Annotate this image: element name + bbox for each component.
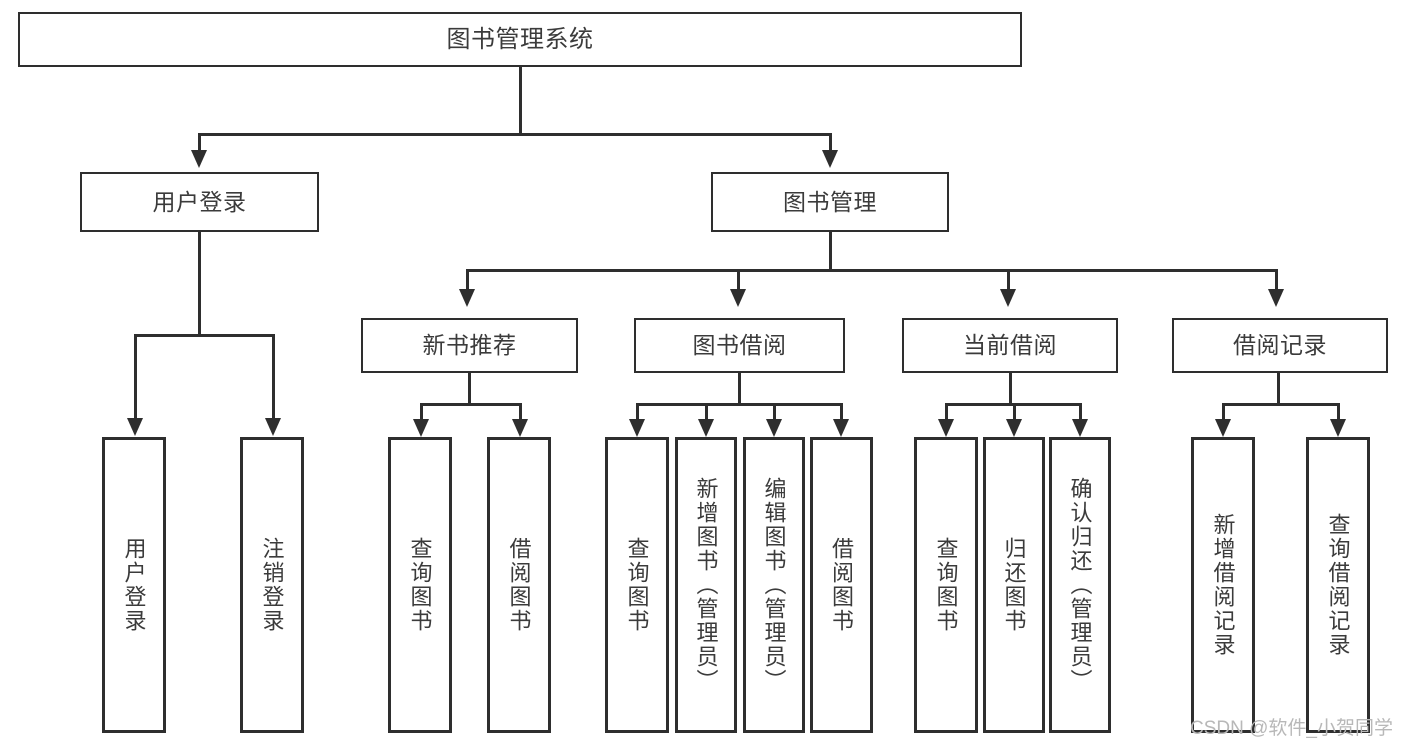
- leaf-borrow-book-recommend[interactable]: 借阅图书: [487, 437, 551, 733]
- connector-book-borrow-bus: [636, 403, 842, 406]
- arrowhead-new-book-to-leaf-2: [512, 419, 528, 437]
- connector-bb-to-leaf-1: [636, 403, 639, 421]
- connector-br-to-leaf-1: [1222, 403, 1225, 421]
- connector-borrow-record-stem: [1277, 373, 1280, 405]
- connector-new-book-bus: [420, 403, 519, 406]
- csdn-watermark: CSDN @软件_小贺同学: [1190, 718, 1393, 739]
- connector-cb-to-leaf-2: [1013, 403, 1016, 421]
- node-user-login[interactable]: 用户登录: [80, 172, 319, 232]
- leaf-logout[interactable]: 注销登录: [240, 437, 304, 733]
- node-label: 图书管理系统: [446, 25, 594, 53]
- connector-bb-to-leaf-3: [773, 403, 776, 421]
- arrowhead-cb-to-leaf-2: [1006, 419, 1022, 437]
- arrowhead-user-login-to-leaf-2: [265, 418, 281, 436]
- arrowhead-bb-to-leaf-4: [833, 419, 849, 437]
- connector-new-book-to-leaf-1: [420, 403, 423, 421]
- node-label: 用户登录: [152, 188, 247, 215]
- connector-root-to-book-management: [829, 133, 832, 155]
- arrowhead-bm-to-book-borrow: [730, 289, 746, 307]
- arrowhead-bm-to-current-borrow: [1000, 289, 1016, 307]
- node-label: 确认归还（管理员）: [1067, 477, 1093, 693]
- connector-br-to-leaf-2: [1337, 403, 1340, 421]
- connector-cb-to-leaf-3: [1079, 403, 1082, 421]
- connector-user-login-bus: [134, 334, 275, 337]
- node-label: 编辑图书（管理员）: [761, 477, 787, 693]
- connector-new-book-stem: [468, 373, 471, 405]
- leaf-add-borrow-record[interactable]: 新增借阅记录: [1191, 437, 1255, 733]
- arrowhead-bb-to-leaf-1: [629, 419, 645, 437]
- node-book-borrow[interactable]: 图书借阅: [634, 318, 845, 373]
- arrowhead-user-login-to-leaf-1: [127, 418, 143, 436]
- connector-root-bus: [198, 133, 832, 136]
- connector-bm-to-new-book: [466, 269, 469, 291]
- node-label: 借阅图书: [506, 537, 532, 633]
- connector-user-login-stem: [198, 232, 201, 334]
- arrowhead-br-to-leaf-2: [1330, 419, 1346, 437]
- arrowhead-cb-to-leaf-3: [1072, 419, 1088, 437]
- connector-bm-to-borrow-record: [1275, 269, 1278, 291]
- node-label: 查询借阅记录: [1325, 513, 1351, 657]
- connector-new-book-to-leaf-2: [519, 403, 522, 421]
- node-label: 图书管理: [783, 188, 877, 215]
- connector-root-stem: [519, 67, 522, 133]
- node-label: 查询图书: [624, 537, 650, 633]
- arrowhead-new-book-to-leaf-1: [413, 419, 429, 437]
- connector-cb-to-leaf-1: [945, 403, 948, 421]
- arrowhead-bb-to-leaf-3: [766, 419, 782, 437]
- leaf-query-book-recommend[interactable]: 查询图书: [388, 437, 452, 733]
- leaf-borrow-book[interactable]: 借阅图书: [810, 437, 873, 733]
- node-label: 新书推荐: [422, 332, 517, 359]
- node-label: 新增图书（管理员）: [693, 477, 719, 693]
- connector-bm-to-book-borrow: [737, 269, 740, 291]
- node-new-book-recommend[interactable]: 新书推荐: [361, 318, 578, 373]
- connector-bb-to-leaf-4: [840, 403, 843, 421]
- connector-borrow-record-bus: [1222, 403, 1337, 406]
- connector-book-management-stem: [829, 232, 832, 271]
- leaf-confirm-return-admin[interactable]: 确认归还（管理员）: [1049, 437, 1111, 733]
- node-current-borrow[interactable]: 当前借阅: [902, 318, 1118, 373]
- leaf-query-borrow-record[interactable]: 查询借阅记录: [1306, 437, 1370, 733]
- arrowhead-root-to-book-management: [822, 150, 838, 168]
- node-label: 注销登录: [259, 537, 285, 633]
- arrowhead-bm-to-new-book: [459, 289, 475, 307]
- arrowhead-cb-to-leaf-1: [938, 419, 954, 437]
- leaf-return-book[interactable]: 归还图书: [983, 437, 1045, 733]
- connector-user-login-to-leaf-1: [134, 334, 137, 420]
- connector-book-borrow-stem: [738, 373, 741, 405]
- connector-current-borrow-stem: [1009, 373, 1012, 405]
- connector-root-to-user-login: [198, 133, 201, 155]
- connector-book-management-bus: [466, 269, 1278, 272]
- node-label: 借阅图书: [829, 537, 855, 633]
- connector-user-login-to-leaf-2: [272, 334, 275, 420]
- node-label: 查询图书: [933, 537, 959, 633]
- node-label: 用户登录: [121, 537, 147, 633]
- connector-bb-to-leaf-2: [705, 403, 708, 421]
- node-label: 新增借阅记录: [1210, 513, 1236, 657]
- arrowhead-root-to-user-login: [191, 150, 207, 168]
- arrowhead-br-to-leaf-1: [1215, 419, 1231, 437]
- arrowhead-bb-to-leaf-2: [698, 419, 714, 437]
- arrowhead-bm-to-borrow-record: [1268, 289, 1284, 307]
- connector-bm-to-current-borrow: [1007, 269, 1010, 291]
- node-book-management[interactable]: 图书管理: [711, 172, 949, 232]
- node-root-book-management-system[interactable]: 图书管理系统: [18, 12, 1022, 67]
- node-label: 借阅记录: [1233, 332, 1327, 359]
- leaf-query-book-current[interactable]: 查询图书: [914, 437, 978, 733]
- node-label: 归还图书: [1001, 537, 1027, 633]
- node-label: 查询图书: [407, 537, 433, 633]
- node-borrow-record[interactable]: 借阅记录: [1172, 318, 1388, 373]
- leaf-edit-book-admin[interactable]: 编辑图书（管理员）: [743, 437, 805, 733]
- leaf-add-book-admin[interactable]: 新增图书（管理员）: [675, 437, 737, 733]
- leaf-query-book-borrow[interactable]: 查询图书: [605, 437, 669, 733]
- node-label: 图书借阅: [692, 332, 787, 359]
- leaf-user-login[interactable]: 用户登录: [102, 437, 166, 733]
- node-label: 当前借阅: [963, 332, 1057, 359]
